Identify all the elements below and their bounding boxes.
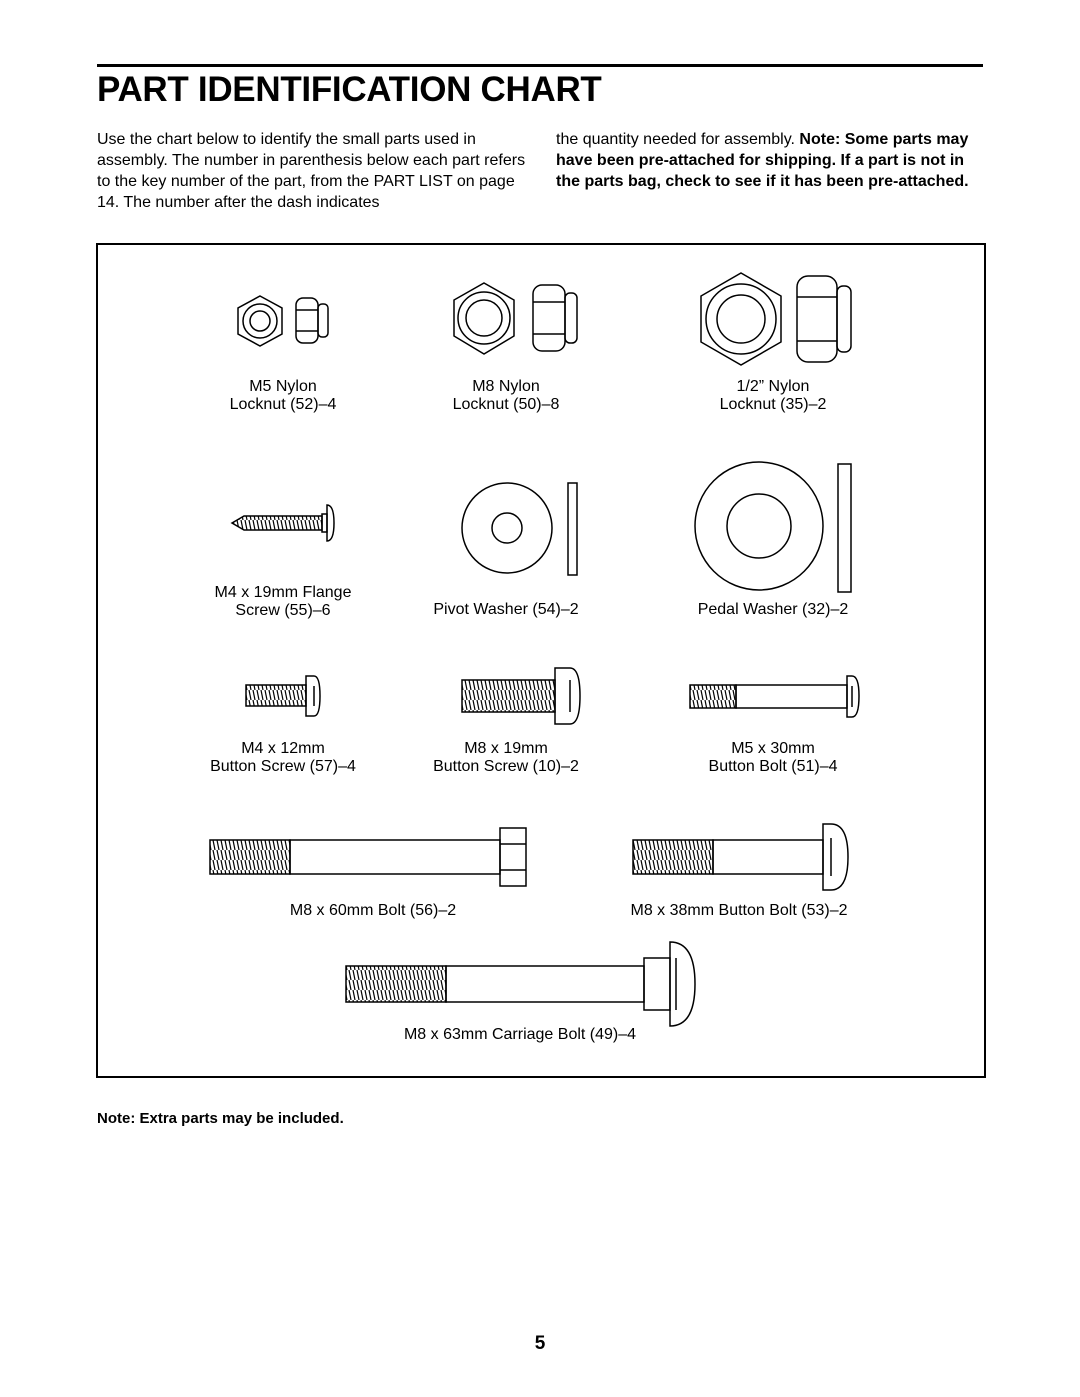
part-label: M8 x 19mm Button Screw (10)–2 bbox=[406, 740, 606, 776]
part-label: M4 x 12mm Button Screw (57)–4 bbox=[183, 740, 383, 776]
half-inch-nylon-locknut-icon bbox=[700, 272, 852, 366]
pivot-washer-icon bbox=[461, 482, 578, 576]
title-rule bbox=[97, 64, 983, 67]
m4-button-screw-icon bbox=[245, 675, 321, 717]
part-label-line1: M4 x 19mm Flange bbox=[214, 584, 352, 601]
page-title: PART IDENTIFICATION CHART bbox=[97, 70, 602, 109]
part-label-line2: Pedal Washer (32)–2 bbox=[697, 601, 849, 618]
part-label-line2: M8 x 63mm Carriage Bolt (49)–4 bbox=[403, 1026, 637, 1043]
flange-screw-icon bbox=[230, 504, 335, 542]
intro-text-right: the quantity needed for assembly. Note: … bbox=[556, 129, 986, 192]
m5-button-bolt-icon bbox=[689, 675, 860, 718]
part-label-line1: M5 x 30mm bbox=[731, 740, 815, 757]
part-label-line2: Locknut (35)–2 bbox=[719, 396, 827, 413]
part-label: M5 x 30mm Button Bolt (51)–4 bbox=[673, 740, 873, 776]
part-label: M8 Nylon Locknut (50)–8 bbox=[406, 378, 606, 414]
part-label-line1: M8 Nylon bbox=[472, 378, 540, 395]
parts-chart-box bbox=[96, 243, 986, 1078]
part-label: M8 x 38mm Button Bolt (53)–2 bbox=[589, 902, 889, 920]
part-label: M4 x 19mm Flange Screw (55)–6 bbox=[183, 584, 383, 620]
part-label-line2: M8 x 38mm Button Bolt (53)–2 bbox=[630, 902, 848, 919]
m5-nylon-locknut-icon bbox=[237, 295, 329, 347]
part-label-line2: Locknut (52)–4 bbox=[229, 396, 337, 413]
m8-38mm-button-bolt-icon bbox=[632, 823, 849, 891]
page-number: 5 bbox=[534, 1333, 546, 1354]
extra-parts-note: Note: Extra parts may be included. bbox=[97, 1110, 344, 1127]
part-label-line2: Button Screw (10)–2 bbox=[433, 758, 579, 775]
carriage-bolt-icon bbox=[345, 941, 696, 1027]
part-label: Pedal Washer (32)–2 bbox=[673, 601, 873, 619]
part-label-line1: M4 x 12mm bbox=[241, 740, 325, 757]
part-label-line1: M8 x 19mm bbox=[464, 740, 548, 757]
part-label-line1: 1/2” Nylon bbox=[736, 378, 810, 395]
m8-nylon-locknut-icon bbox=[453, 282, 578, 355]
pedal-washer-icon bbox=[694, 461, 852, 593]
part-label: Pivot Washer (54)–2 bbox=[406, 601, 606, 619]
part-label: M5 Nylon Locknut (52)–4 bbox=[183, 378, 383, 414]
part-label-line1: M5 Nylon bbox=[249, 378, 317, 395]
part-label-line2: Button Screw (57)–4 bbox=[210, 758, 356, 775]
part-label: M8 x 60mm Bolt (56)–2 bbox=[243, 902, 503, 920]
part-label: M8 x 63mm Carriage Bolt (49)–4 bbox=[370, 1026, 670, 1044]
m8-60mm-bolt-icon bbox=[209, 827, 527, 887]
intro-text-left: Use the chart below to identify the smal… bbox=[97, 131, 526, 211]
intro-plain: the quantity needed for assembly. bbox=[556, 131, 800, 148]
m8-button-screw-icon bbox=[461, 667, 581, 725]
part-label-line2: Screw (55)–6 bbox=[235, 602, 331, 619]
part-label-line2: M8 x 60mm Bolt (56)–2 bbox=[289, 902, 457, 919]
intro-bold-note: Note: Some parts may have been pre-attac… bbox=[556, 131, 969, 190]
part-label-line2: Pivot Washer (54)–2 bbox=[433, 601, 579, 618]
part-label: 1/2” Nylon Locknut (35)–2 bbox=[673, 378, 873, 414]
part-label-line2: Button Bolt (51)–4 bbox=[708, 758, 838, 775]
part-label-line2: Locknut (50)–8 bbox=[452, 396, 560, 413]
